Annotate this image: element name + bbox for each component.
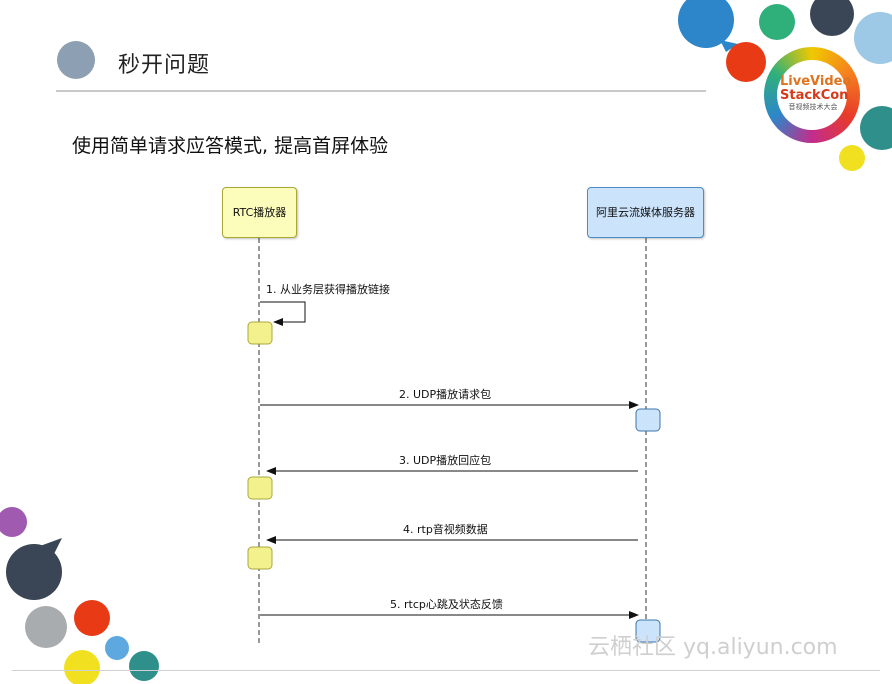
message-label-5: 5. rtcp心跳及状态反馈 [390,598,503,611]
title-divider [56,90,706,92]
bubble-blue-tail [720,40,738,52]
activation-server-2 [635,619,661,643]
bubble-dark-tail [40,538,62,558]
logo-text-chinese: 音视频技术大会 [788,103,838,111]
bubble-teal-top [860,106,892,150]
bubble-teal-bottom [129,651,159,681]
watermark: 云栖社区 yq.aliyun.com [588,635,838,660]
bubble-yellow-bottom [64,650,100,684]
message-label-4: 4. rtp音视频数据 [403,523,488,536]
decorative-bubbles-bottom [0,507,159,684]
bubble-gray-bottom [25,606,67,648]
bubble-purple-bottom [0,507,27,537]
footer-divider [12,670,880,671]
message-label-3: 3. UDP播放回应包 [399,454,492,467]
activation-rtc-2 [247,476,273,500]
bubble-yellow-top [839,145,865,171]
actor-media-server: 阿里云流媒体服务器 [587,187,704,238]
message-label-1: 1. 从业务层获得播放链接 [266,283,390,296]
bubble-blue-bottom [105,636,129,660]
bubble-red-bottom [74,600,110,636]
bubble-blue-top [678,0,734,48]
activation-rtc-1 [247,321,273,345]
bubble-dark-bottom [6,544,62,600]
bubble-red-top [726,42,766,82]
logo-text-stackcon: StackCon [780,88,849,103]
title-bullet-circle [57,41,95,79]
slide-subtitle: 使用简单请求应答模式, 提高首屏体验 [72,135,389,157]
activation-rtc-3 [247,546,273,570]
message-label-2: 2. UDP播放请求包 [399,388,492,401]
message-arrow-1 [260,301,306,326]
activation-server-1 [635,408,661,432]
bubble-dark-top [810,0,854,36]
page-title: 秒开问题 [118,53,211,78]
actor-rtc-player: RTC播放器 [222,187,297,238]
decorative-bubbles-top [678,0,892,171]
logo-text-livevideo: LiveVideo [780,74,852,89]
logo-inner [777,60,847,130]
bubble-green-top [759,4,795,40]
bubble-lightblue-top [854,12,892,64]
